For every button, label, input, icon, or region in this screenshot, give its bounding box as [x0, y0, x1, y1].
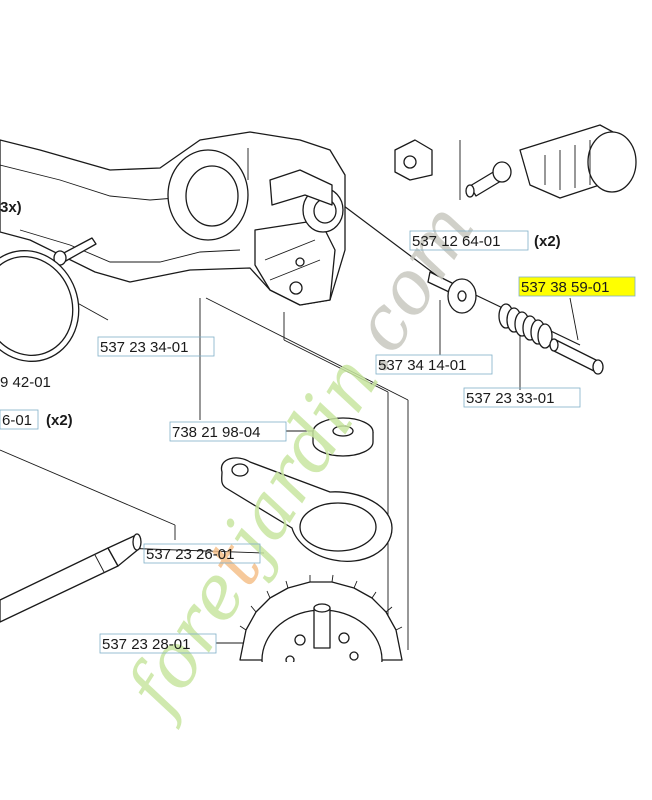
part-label-537-12-64-01[interactable]: 537 12 64-01: [412, 233, 500, 250]
part-label-537-23-34-01[interactable]: 537 23 34-01: [100, 339, 188, 356]
part-label-537-23-33-01[interactable]: 537 23 33-01: [466, 390, 554, 407]
housing-part: [0, 131, 433, 306]
spacer-ring: [312, 417, 374, 457]
part-label-partial-9-42-01[interactable]: 9 42-01: [0, 374, 51, 391]
part-label-537-38-59-01[interactable]: 537 38 59-01: [521, 279, 609, 296]
part-label-738-21-98-04[interactable]: 738 21 98-04: [172, 424, 260, 441]
o-ring: [0, 250, 80, 362]
qty-x2-label-a: (x2): [534, 233, 561, 250]
part-label-partial-6-01[interactable]: 6-01: [2, 412, 32, 429]
highlighted-pin: [549, 338, 604, 375]
qty-3x-label: 3x): [0, 199, 22, 216]
qty-x2-label-b: (x2): [46, 412, 73, 429]
part-label-537-34-14-01[interactable]: 537 34 14-01: [378, 357, 466, 374]
part-labels: 3x) 537 12 64-01 (x2) 537 38 59-01 537 2…: [0, 199, 636, 654]
gear: [0, 574, 652, 800]
part-label-537-23-28-01[interactable]: 537 23 28-01: [102, 636, 190, 653]
screw-left: [53, 237, 97, 266]
part-label-537-23-26-01[interactable]: 537 23 26-01: [146, 546, 234, 563]
pin-washer: [427, 271, 477, 314]
highlight-marker: [519, 277, 635, 296]
spring: [498, 303, 553, 349]
cylinder-part: [519, 124, 637, 199]
shaft: [0, 533, 142, 623]
link-plate: [220, 457, 393, 562]
screw-top-right: [465, 161, 512, 198]
